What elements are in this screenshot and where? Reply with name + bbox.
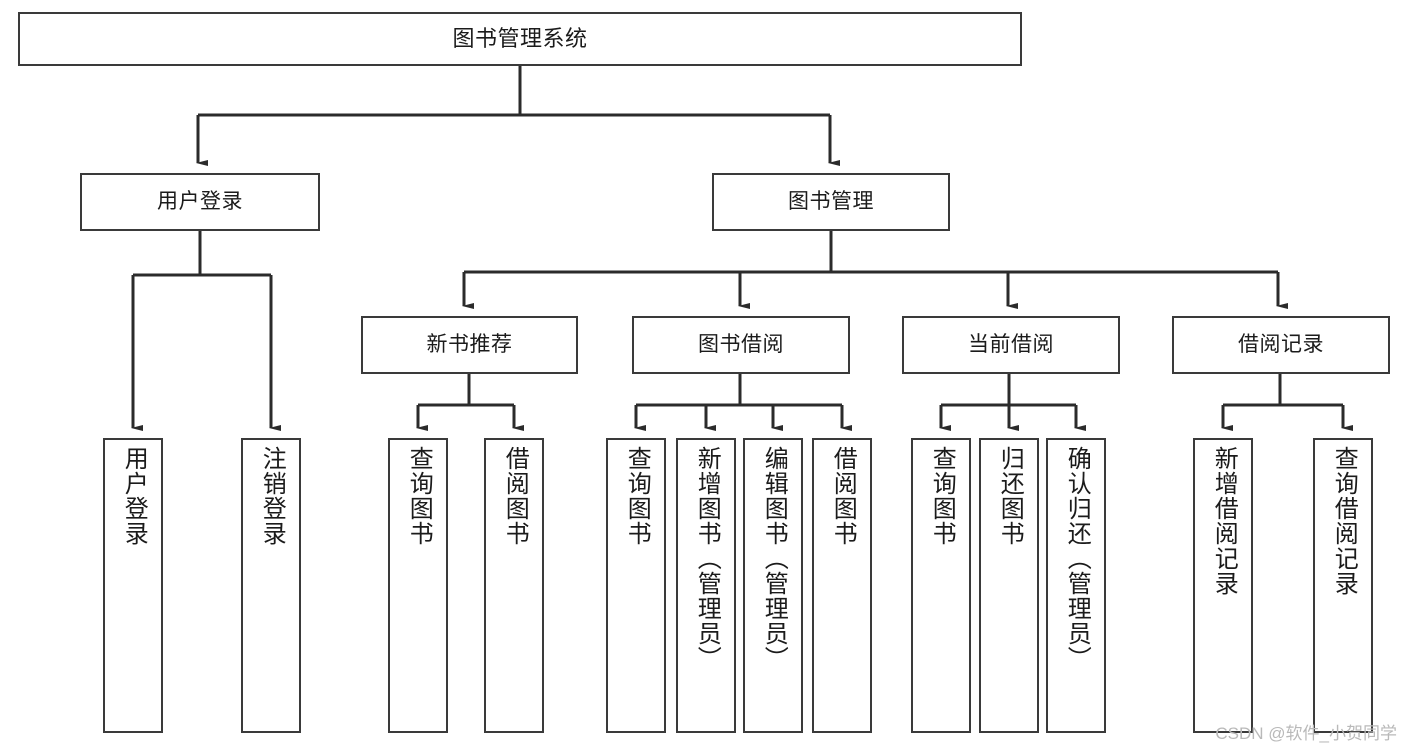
- node-label: 用户登录: [120, 446, 148, 546]
- node-label: 借阅图书: [829, 446, 857, 546]
- node-label: 查询图书: [928, 446, 956, 546]
- node-leaf-query-record[interactable]: 查询借阅记录: [1313, 438, 1373, 733]
- node-leaf-query-book-2[interactable]: 查询图书: [606, 438, 666, 733]
- node-label: 图书管理系统: [452, 26, 588, 52]
- node-label: 查询借阅记录: [1330, 446, 1358, 596]
- node-leaf-query-book-3[interactable]: 查询图书: [911, 438, 971, 733]
- node-book-management[interactable]: 图书管理: [712, 173, 950, 231]
- node-label: 编辑图书（管理员）: [760, 446, 788, 671]
- node-leaf-add-record[interactable]: 新增借阅记录: [1193, 438, 1253, 733]
- node-borrow-record[interactable]: 借阅记录: [1172, 316, 1390, 374]
- node-leaf-borrow-book-1[interactable]: 借阅图书: [484, 438, 544, 733]
- node-label: 当前借阅: [968, 332, 1054, 356]
- node-label: 借阅记录: [1238, 332, 1324, 356]
- node-leaf-borrow-book-2[interactable]: 借阅图书: [812, 438, 872, 733]
- node-label: 用户登录: [157, 189, 243, 213]
- node-label: 新增图书（管理员）: [693, 446, 721, 671]
- node-new-book-recommend[interactable]: 新书推荐: [361, 316, 578, 374]
- node-leaf-edit-book[interactable]: 编辑图书（管理员）: [743, 438, 803, 733]
- node-label: 新书推荐: [426, 332, 513, 356]
- node-label: 借阅图书: [501, 446, 529, 546]
- node-label: 归还图书: [996, 446, 1024, 546]
- node-user-login[interactable]: 用户登录: [80, 173, 320, 231]
- node-current-borrow[interactable]: 当前借阅: [902, 316, 1120, 374]
- node-leaf-user-logout[interactable]: 注销登录: [241, 438, 301, 733]
- node-leaf-confirm-return[interactable]: 确认归还（管理员）: [1046, 438, 1106, 733]
- node-label: 查询图书: [405, 446, 433, 546]
- node-label: 查询图书: [623, 446, 651, 546]
- node-label: 图书借阅: [698, 332, 784, 356]
- node-label: 确认归还（管理员）: [1063, 446, 1091, 671]
- node-book-borrow[interactable]: 图书借阅: [632, 316, 850, 374]
- node-label: 新增借阅记录: [1210, 446, 1238, 596]
- node-leaf-user-login[interactable]: 用户登录: [103, 438, 163, 733]
- csdn-watermark: CSDN @软件_小贺同学: [1215, 724, 1397, 743]
- node-leaf-add-book[interactable]: 新增图书（管理员）: [676, 438, 736, 733]
- node-leaf-query-book-1[interactable]: 查询图书: [388, 438, 448, 733]
- node-root-system[interactable]: 图书管理系统: [18, 12, 1022, 66]
- node-label: 注销登录: [258, 446, 286, 546]
- node-leaf-return-book[interactable]: 归还图书: [979, 438, 1039, 733]
- node-label: 图书管理: [788, 189, 874, 213]
